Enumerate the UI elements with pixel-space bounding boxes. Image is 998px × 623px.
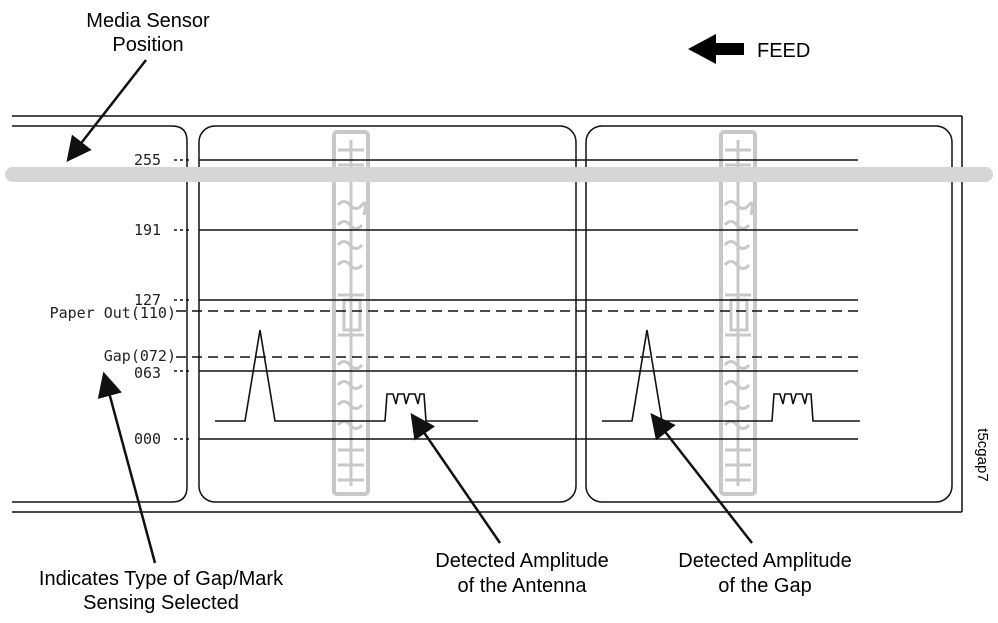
media-sensor-arrow — [66, 59, 147, 162]
gap-type-arrow — [97, 371, 157, 564]
feed-arrow-icon — [688, 34, 744, 64]
gap-threshold-label: Gap(072) — [104, 347, 176, 365]
figure-code: t5cgap7 — [974, 428, 991, 481]
media-sensor-label-line1: Media Sensor — [86, 10, 210, 32]
tick-label-000: 000 — [134, 430, 161, 448]
tick-label-127: 127 — [134, 291, 161, 309]
media-sensor-label-line2: Position — [112, 34, 183, 56]
indicates-label-line1: Indicates Type of Gap/Mark — [39, 568, 284, 590]
gap-amplitude-arrow — [650, 413, 753, 544]
label-right — [585, 125, 953, 503]
indicates-label-line2: Sensing Selected — [83, 592, 239, 614]
threshold-lines — [176, 310, 862, 358]
signal-trace-1 — [215, 329, 478, 422]
label-middle — [198, 125, 577, 503]
gap-amplitude-label-line2: of the Gap — [718, 575, 811, 597]
signal-trace-2 — [602, 329, 860, 422]
tick-label-191: 191 — [134, 221, 161, 239]
media-sensor-bar — [5, 167, 993, 182]
paper-out-threshold-label: Paper Out(110) — [50, 304, 176, 322]
antenna-inlay-1 — [332, 130, 370, 496]
gap-amplitude-label-line1: Detected Amplitude — [678, 550, 851, 572]
antenna-amplitude-arrow — [410, 412, 502, 544]
scale-lines — [174, 159, 858, 440]
tick-label-255: 255 — [134, 151, 161, 169]
antenna-inlay-2 — [719, 130, 757, 496]
tick-label-063: 063 — [134, 364, 161, 382]
label-left-partial — [12, 125, 188, 503]
antenna-label-line2: of the Antenna — [457, 575, 587, 597]
antenna-label-line1: Detected Amplitude — [435, 550, 608, 572]
feed-label: FEED — [757, 40, 810, 62]
